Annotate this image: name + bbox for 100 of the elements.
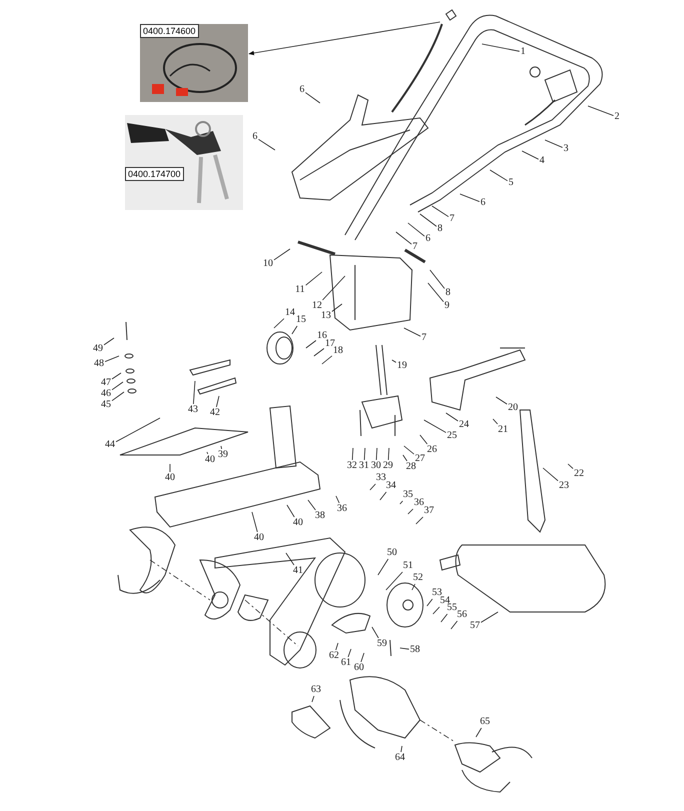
leader-line [416, 516, 424, 524]
callout-number: 39 [218, 450, 228, 460]
callout-number: 42 [210, 408, 220, 418]
leader-line [116, 418, 160, 442]
callout-number: 40 [205, 455, 215, 465]
leader-line [376, 448, 378, 460]
callout-number: 11 [295, 285, 305, 295]
callout-number: 6 [426, 234, 430, 244]
leader-line [542, 468, 558, 482]
leader-line [476, 728, 482, 738]
leader-line [424, 420, 446, 433]
leader-line [306, 340, 316, 348]
leader-line [348, 648, 352, 658]
leader-line [220, 446, 222, 450]
leader-line [360, 652, 364, 662]
leader-line [112, 382, 124, 390]
leader-line [408, 508, 414, 514]
callout-number: 51 [403, 561, 413, 571]
callout-number: 3 [564, 144, 568, 154]
leader-line [286, 552, 294, 566]
leader-line [372, 626, 379, 638]
leader-line [408, 222, 425, 237]
callout-number: 36 [337, 504, 347, 514]
callout-number: 49 [93, 344, 103, 354]
leader-line [400, 746, 402, 752]
part-number-label: 0400.174700 [125, 167, 184, 181]
callout-number: 16 [317, 331, 327, 341]
leader-line [480, 612, 498, 623]
leader-line [380, 492, 387, 500]
callout-number: 50 [387, 548, 397, 558]
callout-number: 28 [406, 462, 416, 472]
callout-number: 46 [101, 389, 111, 399]
callout-number: 43 [188, 405, 198, 415]
callout-number: 53 [432, 588, 442, 598]
callout-number: 65 [480, 717, 490, 727]
leader-line [216, 396, 220, 408]
callout-number: 31 [359, 461, 369, 471]
tiller-exploded-drawing [118, 9, 606, 792]
callout-number: 6 [252, 132, 258, 142]
callout-number: 55 [447, 603, 457, 613]
leader-line [322, 355, 332, 364]
leader-line [274, 318, 284, 328]
callout-number: 10 [263, 259, 273, 269]
callout-number: 41 [293, 566, 303, 576]
callout-number: 47 [101, 378, 111, 388]
callout-number: 58 [410, 645, 420, 655]
callout-number: 1 [520, 47, 526, 57]
callout-number: 37 [424, 506, 434, 516]
leader-line [420, 434, 428, 444]
arrow [248, 22, 440, 56]
leader-line [332, 304, 342, 312]
callout-number: 20 [508, 403, 518, 413]
leader-line [404, 328, 421, 337]
leader-line [193, 380, 196, 404]
callout-number: 23 [559, 481, 569, 491]
callout-number: 7 [450, 214, 454, 224]
leader-line [522, 150, 539, 160]
callout-number: 12 [312, 301, 322, 311]
callout-number: 29 [383, 461, 393, 471]
callout-number: 34 [386, 481, 396, 491]
leader-line [112, 392, 124, 402]
leader-line [400, 648, 410, 650]
leader-line [396, 232, 412, 245]
leader-line [420, 214, 437, 227]
leader-line [430, 270, 445, 289]
callout-number: 27 [415, 454, 425, 464]
leader-line [335, 642, 338, 650]
callout-number: 45 [101, 400, 111, 410]
callout-number: 63 [311, 685, 321, 695]
leader-line [206, 452, 208, 454]
callout-number: 40 [254, 533, 264, 543]
callout-number: 13 [321, 311, 331, 321]
leader-line [258, 138, 276, 150]
callout-number: 21 [498, 425, 508, 435]
callout-number: 59 [377, 639, 387, 649]
leader-line [378, 558, 389, 576]
leader-line [292, 326, 298, 334]
callout-number: 33 [376, 473, 386, 483]
callout-number: 60 [354, 663, 364, 673]
callout-number: 7 [422, 333, 426, 343]
callout-number: 56 [457, 610, 467, 620]
callout-number: 30 [371, 461, 381, 471]
leader-line [386, 572, 403, 590]
callout-number: 19 [397, 361, 407, 371]
leader-line [392, 360, 396, 363]
callout-number: 40 [165, 473, 175, 483]
callout-number: 61 [341, 658, 351, 668]
callout-number: 64 [395, 753, 405, 763]
leader-line [308, 500, 316, 510]
callout-number: 9 [444, 301, 450, 311]
leader-line [412, 584, 416, 590]
leader-line [426, 598, 433, 606]
callout-number: 24 [459, 420, 469, 430]
callout-number: 5 [508, 178, 514, 188]
callout-number: 4 [540, 156, 544, 166]
leader-line [496, 396, 508, 405]
callout-number: 48 [94, 359, 104, 369]
leader-line [400, 500, 404, 504]
leader-line [286, 504, 295, 518]
callout-number: 40 [293, 518, 303, 528]
